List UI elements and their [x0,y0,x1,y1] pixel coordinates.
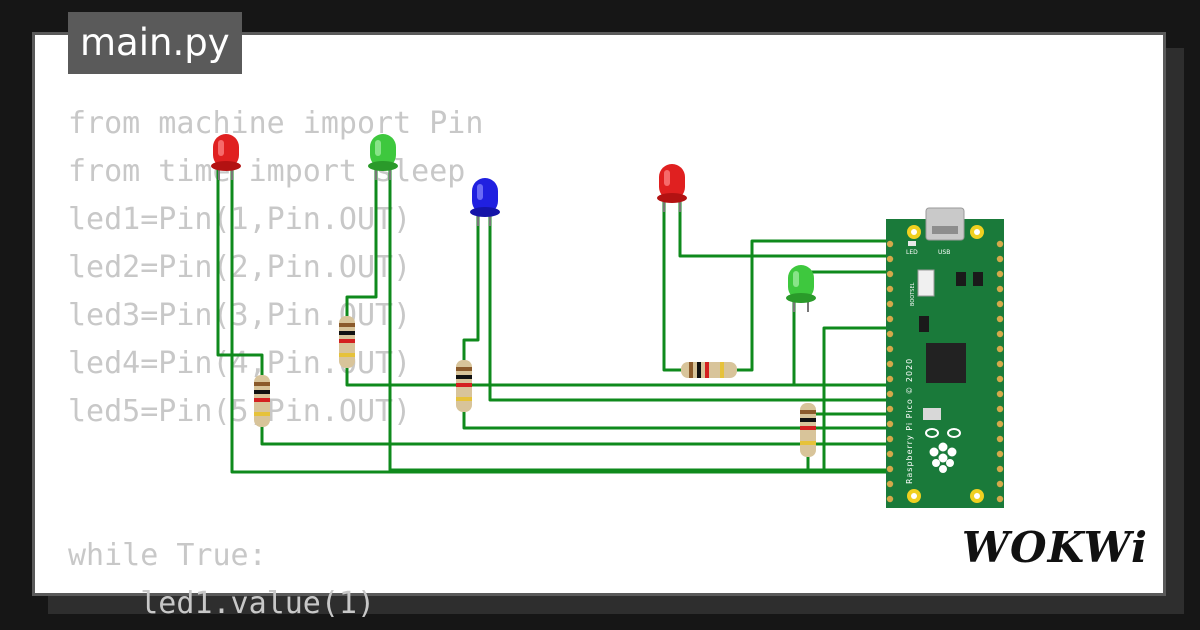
code-line: led1=Pin(1,Pin.OUT) [68,202,412,237]
board-silk-label: Raspberry Pi Pico © 2020 [905,358,914,484]
code-line: led2=Pin(2,Pin.OUT) [68,250,412,285]
rp2040-chip [926,343,966,383]
wire [462,412,892,430]
wokwi-logo: WOKWi [961,523,1148,572]
wires [216,168,892,474]
wire [388,170,892,472]
pin-header-right [996,240,1004,503]
code-line: led5=Pin(5,Pin.OUT) [68,394,412,429]
led-green-2[interactable] [786,265,816,312]
wire [345,170,378,318]
wire [260,425,892,446]
usb-label: USB [938,249,950,256]
pico-board[interactable]: USB LED Raspberry Pi Pico © 2020 BOOTSEL [886,207,1004,508]
wire [806,270,892,300]
wire [734,239,892,372]
resistor-2[interactable] [339,316,355,368]
wire [216,168,264,378]
resistor-5[interactable] [800,403,816,457]
wire [662,200,684,372]
led-red-2[interactable] [657,164,687,212]
pin-header-left [886,240,894,503]
bootsel-button [917,269,935,297]
wire [678,200,892,258]
resistor-3[interactable] [456,360,472,412]
wire [462,216,480,362]
wire [488,216,892,402]
usb-connector [925,207,965,241]
resistor-4[interactable] [681,362,737,378]
wire [792,300,892,387]
led-red-1[interactable] [211,134,241,180]
wire [230,168,892,474]
file-tab[interactable]: main.py [68,12,242,74]
code-line: led1.value(1) [68,586,376,621]
led-label: LED [906,249,918,256]
resistor-1[interactable] [254,375,270,427]
bootsel-label: BOOTSEL [910,282,916,306]
wire [806,326,892,474]
wire [806,404,892,416]
code-line: while True: [68,538,267,573]
led-green-1[interactable] [368,134,398,180]
raspberry-logo [925,428,961,473]
wire [345,368,892,387]
led-blue[interactable] [470,178,500,226]
